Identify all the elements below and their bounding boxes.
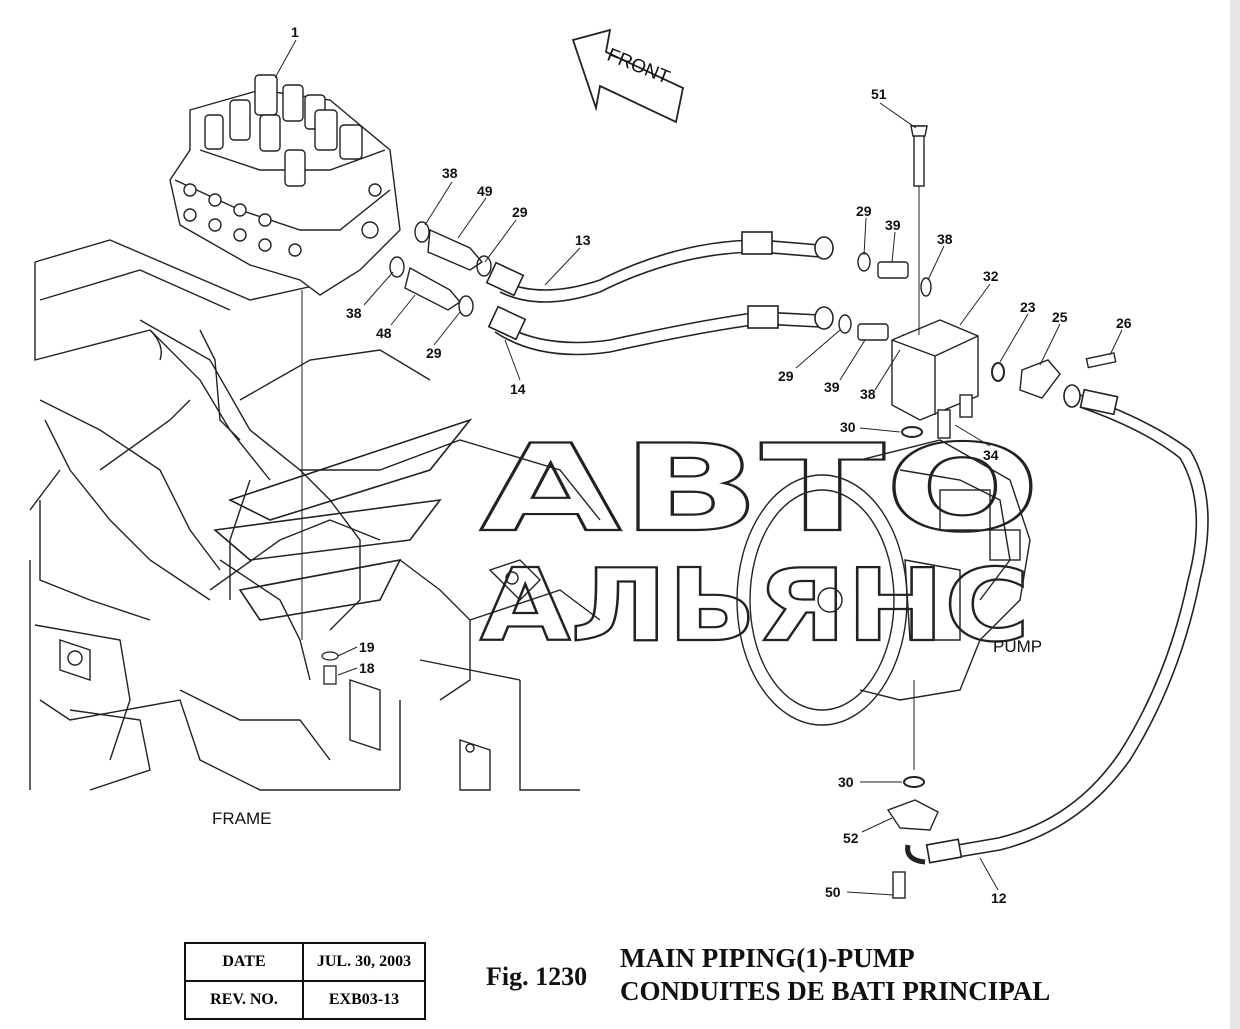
callout: 29 (778, 368, 794, 384)
callout: 12 (991, 890, 1007, 906)
frame-label: FRAME (212, 809, 272, 828)
pump-drawing (736, 439, 1031, 899)
callout: 26 (1116, 315, 1132, 331)
manifold-block (891, 125, 1117, 439)
callout: 18 (359, 660, 375, 676)
table-row: DATE JUL. 30, 2003 (184, 942, 426, 982)
date-key: DATE (184, 942, 304, 982)
date-value: JUL. 30, 2003 (302, 942, 426, 982)
figure-number: Fig. 1230 (486, 962, 588, 991)
callout: 29 (512, 204, 528, 220)
watermark-line2: АЛЬЯНС (480, 547, 1030, 664)
fittings-left (389, 221, 492, 317)
callout: 29 (856, 203, 872, 219)
callout: 29 (426, 345, 442, 361)
callout: 38 (860, 386, 876, 402)
watermark: АВТО АЛЬЯНС (213, 418, 1041, 665)
figure-title: MAIN PIPING(1)-PUMP CONDUITES DE BATI PR… (620, 942, 1050, 1008)
callout-numbers: 1 51 38 49 29 13 29 39 38 32 23 25 26 38… (291, 24, 1132, 906)
callout: 19 (359, 639, 375, 655)
callout: 39 (824, 379, 840, 395)
watermark-line1: АВТО (480, 420, 1040, 559)
callout: 30 (840, 419, 856, 435)
callout: 13 (575, 232, 591, 248)
bolt-18-19 (301, 290, 339, 685)
callout: 52 (843, 830, 859, 846)
figure-title-fr: CONDUITES DE BATI PRINCIPAL (620, 976, 1051, 1006)
callout: 38 (442, 165, 458, 181)
callouts (274, 39, 1123, 896)
figure-title-en: MAIN PIPING(1)-PUMP (620, 943, 915, 973)
callout: 30 (838, 774, 854, 790)
callout: 38 (346, 305, 362, 321)
callout: 25 (1052, 309, 1068, 325)
callout: 50 (825, 884, 841, 900)
callout: 32 (983, 268, 999, 284)
callout: 1 (291, 24, 299, 40)
callout: 49 (477, 183, 493, 199)
callout: 38 (937, 231, 953, 247)
callout: 39 (885, 217, 901, 233)
revision-info-table: DATE JUL. 30, 2003 REV. NO. EXB03-13 (184, 942, 426, 1020)
frame-drawing (29, 239, 601, 791)
callout: 34 (983, 447, 999, 463)
fittings-right (838, 252, 932, 354)
control-valve-assembly (169, 74, 401, 296)
rev-key: REV. NO. (184, 980, 304, 1020)
callout: 51 (871, 86, 887, 102)
hoses (485, 231, 834, 356)
hose-12 (925, 384, 1209, 864)
pump-label: PUMP (993, 637, 1042, 656)
callout: 48 (376, 325, 392, 341)
callout: 14 (510, 381, 526, 397)
table-row: REV. NO. EXB03-13 (184, 980, 426, 1020)
callout: 23 (1020, 299, 1036, 315)
rev-value: EXB03-13 (302, 980, 426, 1020)
